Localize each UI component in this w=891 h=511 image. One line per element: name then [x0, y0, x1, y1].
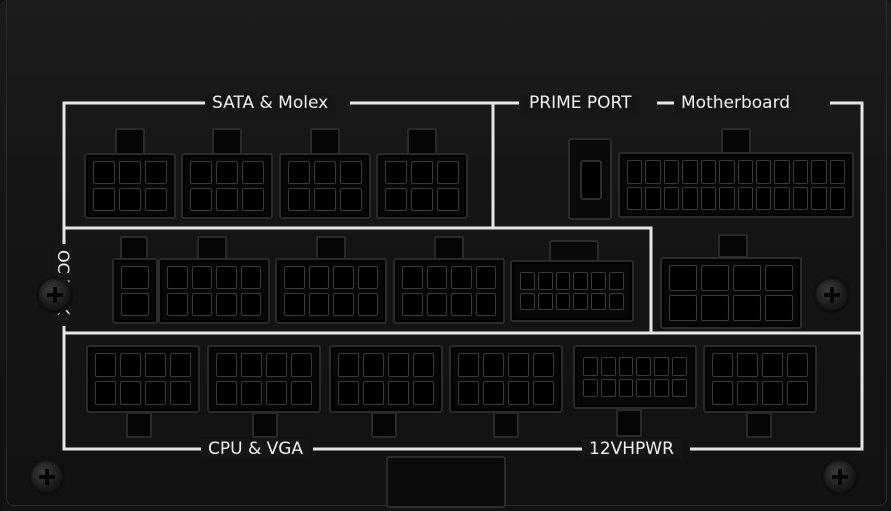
connector-latch: [197, 236, 227, 260]
prime-port-label: PRIME PORT: [522, 93, 639, 113]
sata-molex-port[interactable]: [376, 153, 468, 219]
hpwr-port-lower[interactable]: [573, 345, 697, 409]
hpwr-port-upper[interactable]: [510, 260, 634, 322]
connector-latch: [718, 234, 748, 258]
connector-latch: [434, 236, 464, 260]
screw: [815, 278, 849, 312]
sata-molex-label: SATA & Molex: [205, 93, 336, 113]
connector-latch: [371, 412, 397, 438]
connector-latch: [549, 240, 599, 262]
connector-latch: [310, 128, 340, 156]
connector-latch: [115, 128, 145, 156]
connector-latch: [407, 128, 437, 156]
pcie-port[interactable]: [393, 258, 505, 324]
connector-latch: [616, 409, 642, 437]
cpu-vga-port[interactable]: [329, 345, 443, 413]
pcie-port[interactable]: [158, 258, 270, 324]
sata-molex-port[interactable]: [279, 153, 371, 219]
cpu-vga-label: CPU & VGA: [201, 439, 311, 459]
connector-latch: [126, 412, 152, 438]
screw: [38, 278, 72, 312]
hpwr-label: 12VHPWR: [582, 439, 681, 459]
cpu-vga-port[interactable]: [86, 345, 200, 413]
sata-outline: [62, 101, 495, 230]
cpu-aux-port[interactable]: [660, 257, 802, 329]
oc-link-outline-lower: [62, 326, 651, 335]
oc-link-port[interactable]: [112, 258, 158, 324]
connector-latch: [493, 412, 519, 438]
connector-latch: [212, 128, 242, 156]
cpu-vga-outline: [62, 333, 205, 451]
cpu-vga-port[interactable]: [207, 345, 321, 413]
sata-molex-port[interactable]: [181, 153, 273, 219]
hpwr-outline: [690, 333, 864, 451]
motherboard-outline-right: [493, 101, 864, 335]
motherboard-label: Motherboard: [674, 93, 798, 113]
screw: [823, 460, 857, 494]
prime-port-socket: [580, 160, 602, 200]
motherboard-24pin-port[interactable]: [618, 152, 854, 218]
bottom-notch: [386, 456, 506, 508]
cpu-vga-port[interactable]: [703, 345, 817, 413]
connector-latch: [252, 412, 278, 438]
sata-molex-port[interactable]: [84, 153, 176, 219]
pcie-port[interactable]: [275, 258, 387, 324]
connector-latch: [316, 236, 346, 260]
connector-latch: [746, 412, 772, 438]
cpu-vga-port[interactable]: [449, 345, 563, 413]
screw: [30, 460, 64, 494]
connector-latch: [120, 236, 148, 260]
